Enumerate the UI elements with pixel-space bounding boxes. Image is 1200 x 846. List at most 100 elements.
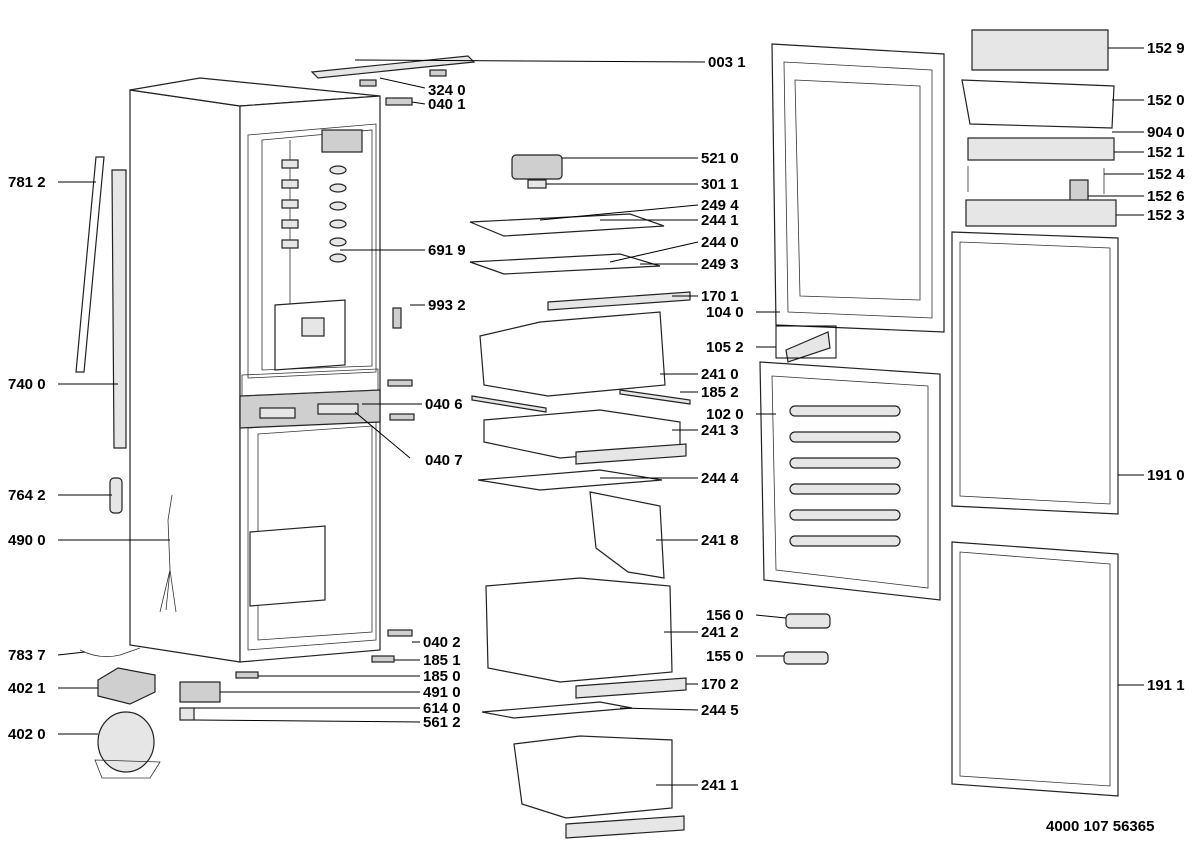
callout-003: 003 1	[354, 54, 746, 71]
label-155: 155 0	[706, 648, 744, 665]
callout-781: 781 2	[8, 174, 96, 191]
callout-691: 691 9	[340, 242, 466, 259]
label-152-4: 152 4	[1147, 166, 1185, 183]
label-185-2: 185 2	[701, 384, 739, 401]
label-904: 904 0	[1147, 124, 1185, 141]
label-040-2: 040 2	[423, 634, 461, 651]
callout-783: 783 7	[8, 647, 86, 664]
callout-521: 521 0	[562, 150, 739, 167]
callout-402-1: 402 1	[8, 680, 98, 697]
callout-102: 102 0	[706, 406, 776, 423]
callout-561: 561 2	[193, 714, 461, 731]
callout-040-7: 040 7	[354, 411, 463, 469]
callout-152-3: 152 3	[1116, 207, 1185, 224]
callout-191-1: 191 1	[1118, 677, 1185, 694]
callout-152-4: 152 4	[1104, 166, 1185, 183]
label-152-3: 152 3	[1147, 207, 1185, 224]
label-152-0: 152 0	[1147, 92, 1185, 109]
label-244-0: 244 0	[701, 234, 739, 251]
label-241-0: 241 0	[701, 366, 739, 383]
callout-249-3: 249 3	[640, 256, 739, 273]
label-170-1: 170 1	[701, 288, 739, 305]
label-003: 003 1	[708, 54, 746, 71]
label-993: 993 2	[428, 297, 466, 314]
label-191-0: 191 0	[1147, 467, 1185, 484]
callout-040-6: 040 6	[362, 396, 463, 413]
label-491: 491 0	[423, 684, 461, 701]
label-402-1: 402 1	[8, 680, 46, 697]
callout-155: 155 0	[706, 648, 784, 665]
label-170-2: 170 2	[701, 676, 739, 693]
callout-244-5: 244 5	[619, 702, 739, 719]
callout-105: 105 2	[706, 325, 837, 359]
callout-152-9: 152 9	[1108, 40, 1185, 57]
label-191-1: 191 1	[1147, 677, 1185, 694]
callout-241-8: 241 8	[656, 532, 739, 549]
label-156: 156 0	[706, 607, 744, 624]
callout-104: 104 0	[706, 304, 780, 321]
callout-490: 490 0	[8, 532, 170, 549]
label-783: 783 7	[8, 647, 46, 664]
callout-170-1: 170 1	[672, 288, 739, 305]
callout-491: 491 0	[220, 684, 461, 701]
callout-152-6: 152 6	[1088, 188, 1185, 205]
callout-185-1: 185 1	[394, 652, 461, 669]
cabinet	[129, 77, 381, 663]
label-040-6: 040 6	[425, 396, 463, 413]
label-614: 614 0	[423, 700, 461, 717]
callout-185-2: 185 2	[680, 384, 739, 401]
label-740: 740 0	[8, 376, 46, 393]
label-691: 691 9	[428, 242, 466, 259]
callout-244-4: 244 4	[600, 470, 739, 487]
callout-993: 993 2	[410, 297, 466, 314]
label-241-3: 241 3	[701, 422, 739, 439]
callout-740: 740 0	[8, 376, 118, 393]
callout-249-4: 249 4	[539, 197, 739, 221]
callout-244-0: 244 0	[609, 234, 739, 263]
label-249-3: 249 3	[701, 256, 739, 273]
callout-241-0: 241 0	[660, 366, 739, 383]
doors	[759, 29, 1119, 797]
label-241-1: 241 1	[701, 777, 739, 794]
label-102: 102 0	[706, 406, 744, 423]
callout-764: 764 2	[8, 487, 112, 504]
callout-241-3: 241 3	[672, 422, 739, 439]
label-241-8: 241 8	[701, 532, 739, 549]
center-parts	[235, 55, 691, 839]
label-402-0: 402 0	[8, 726, 46, 743]
callout-170-2: 170 2	[686, 676, 739, 693]
callout-152-0: 152 0	[1112, 92, 1185, 109]
label-244-5: 244 5	[701, 702, 739, 719]
label-152-6: 152 6	[1147, 188, 1185, 205]
callout-402-0: 402 0	[8, 726, 98, 743]
label-244-4: 244 4	[701, 470, 739, 487]
label-040-1: 040 1	[428, 96, 466, 113]
label-561: 561 2	[423, 714, 461, 731]
callout-152-1: 152 1	[1114, 144, 1185, 161]
callout-301: 301 1	[546, 176, 739, 193]
label-105: 105 2	[706, 339, 744, 356]
label-301: 301 1	[701, 176, 739, 193]
document-code: 4000 107 56365	[1046, 818, 1154, 835]
label-764: 764 2	[8, 487, 46, 504]
label-244-1: 244 1	[701, 212, 739, 229]
callout-156: 156 0	[706, 607, 787, 624]
label-490: 490 0	[8, 532, 46, 549]
callout-185-0: 185 0	[258, 668, 461, 685]
label-185-0: 185 0	[423, 668, 461, 685]
label-249-4: 249 4	[701, 197, 739, 214]
label-521: 521 0	[701, 150, 739, 167]
label-185-1: 185 1	[423, 652, 461, 669]
label-241-2: 241 2	[701, 624, 739, 641]
callout-324: 324 0	[379, 77, 466, 99]
label-104: 104 0	[706, 304, 744, 321]
label-324: 324 0	[428, 82, 466, 99]
callout-241-2: 241 2	[664, 624, 739, 641]
callout-904: 904 0	[1112, 124, 1185, 141]
label-152-1: 152 1	[1147, 144, 1185, 161]
label-152-9: 152 9	[1147, 40, 1185, 57]
label-781: 781 2	[8, 174, 46, 191]
callout-040-1: 040 1	[411, 96, 466, 113]
callout-241-1: 241 1	[656, 777, 739, 794]
